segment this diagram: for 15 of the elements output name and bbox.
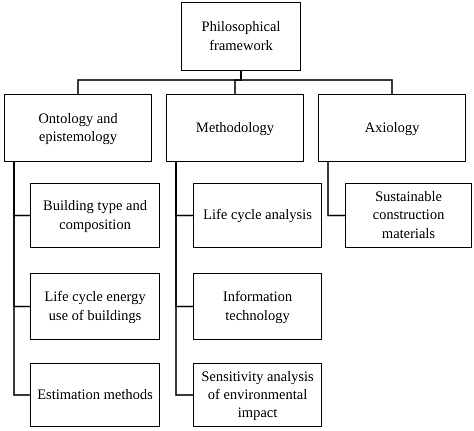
box: Ontology and epistemology: [4, 94, 152, 162]
box: Axiology: [318, 94, 466, 162]
connector-line: [327, 162, 345, 216]
box: Philosophical framework: [181, 2, 301, 71]
box: Life cycle energy use of buildings: [30, 273, 160, 340]
connector-line: [175, 162, 193, 396]
box: Sensitivity analysis of environmental impact: [193, 363, 322, 427]
box: Life cycle analysis: [193, 183, 322, 248]
box: Methodology: [166, 94, 304, 162]
connector-line: [13, 162, 30, 396]
box: Information technology: [193, 273, 322, 340]
box: Building type and composition: [30, 183, 160, 248]
connector-line: [240, 71, 393, 94]
box: Sustainable construction materials: [345, 183, 472, 248]
box: Estimation methods: [30, 363, 160, 427]
